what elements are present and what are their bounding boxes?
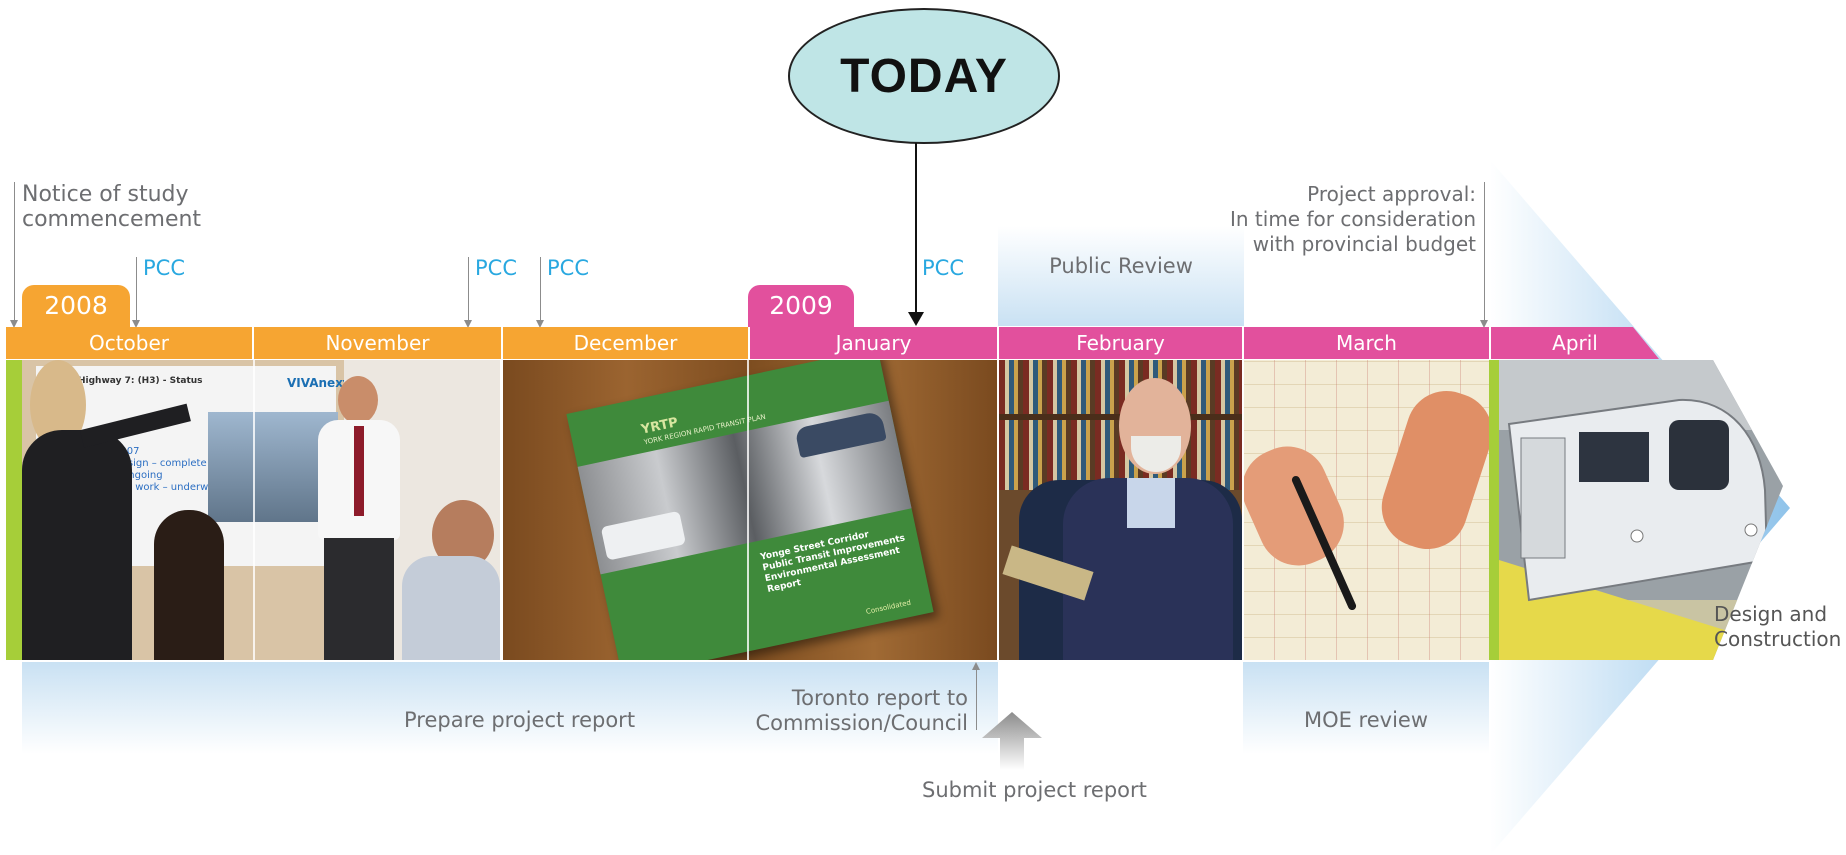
design-label-line: Construction — [1714, 627, 1842, 651]
public-review-label: Public Review — [1049, 254, 1193, 278]
prepare-report-label: Prepare project report — [404, 708, 636, 732]
month-label: October — [88, 331, 170, 355]
month-february: February — [999, 327, 1242, 359]
month-march: March — [1244, 327, 1489, 359]
pcc-dec-arrow — [536, 320, 544, 328]
presenter-trousers — [324, 538, 394, 660]
toronto-report-label: Toronto report to Commission/Council — [740, 686, 968, 736]
today-bubble: TODAY — [788, 8, 1060, 144]
notice-marker-line — [14, 182, 15, 320]
year-2009-label: 2009 — [769, 291, 833, 320]
report-cover: YRTP YORK REGION RAPID TRANSIT PLAN Yong… — [566, 360, 934, 660]
report-footer: Consolidated — [865, 598, 912, 616]
toronto-label-line: Commission/Council — [755, 711, 968, 735]
year-tab-2009: 2009 — [748, 285, 854, 327]
photo-divider — [253, 360, 255, 660]
photo-presentation: Highway 7: (H3) - Status VIVAnext 2007 D… — [22, 360, 500, 660]
pcc-nov-arrow — [464, 320, 472, 328]
viva-logo: VIVAnext — [287, 376, 349, 390]
photo-subway — [1499, 360, 1783, 660]
approval-marker-line — [1484, 182, 1485, 320]
submit-report-label: Submit project report — [922, 778, 1147, 802]
notice-label-line: Notice of study — [22, 182, 189, 207]
approval-line: In time for consideration — [1229, 207, 1476, 231]
pcc-oct-line — [136, 257, 137, 320]
pcc-oct-arrow — [132, 320, 140, 328]
toronto-marker-arrow — [972, 662, 980, 670]
pcc-dec-line — [540, 257, 541, 320]
submit-arrow-icon — [982, 712, 1042, 770]
today-label: TODAY — [840, 49, 1008, 103]
month-label: December — [573, 331, 678, 355]
notice-marker-arrow — [10, 320, 18, 328]
month-november: November — [254, 327, 501, 359]
month-april: April — [1491, 327, 1659, 359]
slide-title: Highway 7: (H3) - Status — [78, 376, 203, 386]
pcc-oct-label: PCC — [143, 256, 185, 280]
notice-label: Notice of study commencement — [22, 182, 201, 232]
slide-highway-image — [208, 412, 338, 522]
green-edge-right — [1489, 360, 1499, 660]
month-label: January — [835, 331, 912, 355]
prepare-report-band — [22, 662, 998, 754]
approval-marker-arrow — [1480, 320, 1488, 328]
toronto-marker-line — [976, 668, 977, 730]
pcc-jan-label: PCC — [922, 256, 964, 280]
approval-line: with provincial budget — [1252, 232, 1476, 256]
month-january: January — [750, 327, 997, 359]
seated-woman — [154, 510, 224, 660]
viva-logo-text: VIVAnext — [287, 376, 349, 390]
pcc-nov-line — [468, 257, 469, 320]
pcc-dec-label: PCC — [547, 256, 589, 280]
project-approval-label: Project approval: In time for considerat… — [1200, 182, 1476, 257]
moe-review-band — [1243, 662, 1489, 754]
presenter-tie — [354, 426, 364, 516]
public-review-band — [998, 226, 1244, 326]
presenter-head — [338, 376, 378, 424]
slide-line: 2007 — [114, 446, 220, 458]
month-december: December — [503, 327, 748, 359]
seated-man-body — [402, 556, 500, 660]
month-april-label: April — [1552, 331, 1598, 355]
photo-report: YRTP YORK REGION RAPID TRANSIT PLAN Yong… — [503, 360, 997, 660]
today-pointer-arrow — [908, 312, 924, 326]
slide-line: – ongoing — [114, 470, 163, 481]
design-label-line: Design and — [1714, 602, 1828, 626]
month-october: October — [6, 327, 252, 359]
month-label: February — [1076, 331, 1165, 355]
notice-label-line: commencement — [22, 207, 202, 232]
approval-line: Project approval: — [1307, 182, 1476, 206]
slide-line: Design – complete — [114, 458, 207, 469]
year-tab-2008: 2008 — [22, 285, 130, 327]
year-2008-label: 2008 — [44, 291, 108, 320]
design-construction-label: Design and Construction — [1714, 602, 1841, 652]
month-label: November — [325, 331, 430, 355]
pcc-nov-label: PCC — [475, 256, 517, 280]
green-edge-left — [6, 360, 22, 660]
slide-line: site work – underway — [114, 482, 221, 493]
photo-man-reading — [999, 360, 1242, 660]
photo-drawings — [1244, 360, 1489, 660]
moe-review-label: MOE review — [1303, 708, 1429, 732]
man-collar — [1127, 478, 1175, 528]
toronto-label-line: Toronto report to — [791, 686, 968, 710]
woman-body — [22, 430, 132, 660]
month-label: March — [1336, 331, 1397, 355]
photo-divider — [747, 360, 749, 660]
today-pointer-line — [915, 143, 917, 315]
